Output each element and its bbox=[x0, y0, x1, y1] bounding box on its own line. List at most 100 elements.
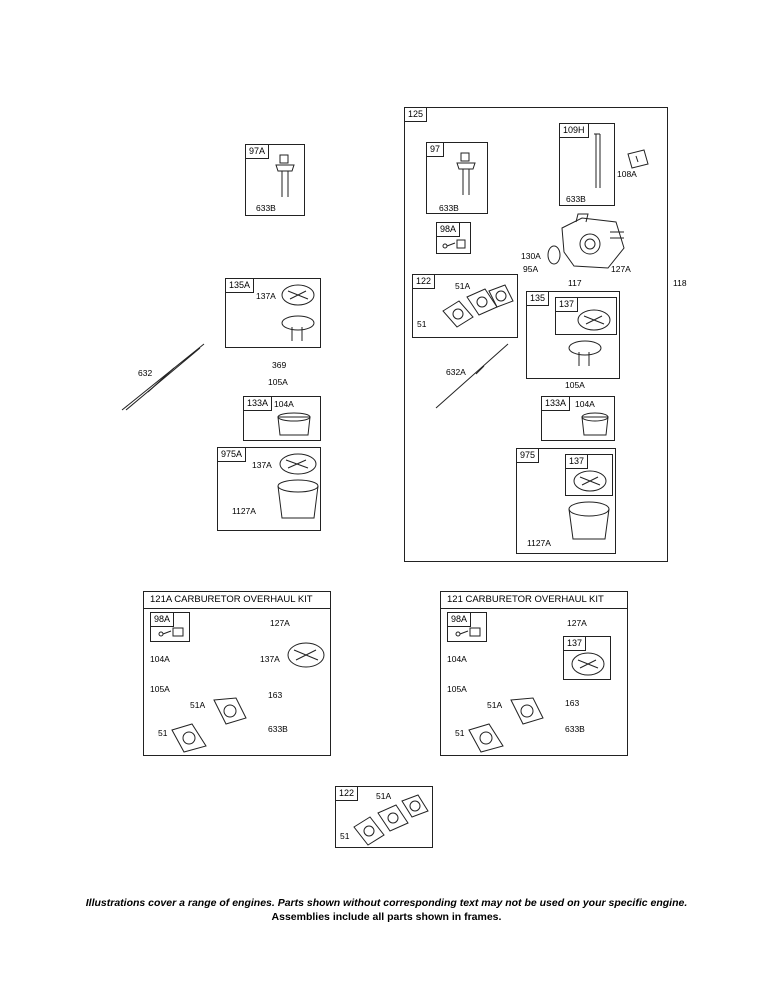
carburetor-body-drawing bbox=[561, 213, 625, 269]
frame-label: 137 bbox=[556, 298, 579, 312]
frame-109h: 109H 633B bbox=[559, 123, 615, 206]
part-label-51: 51 bbox=[158, 728, 168, 738]
kit-121: 121 CARBURETOR OVERHAUL KIT 98A 127A 104… bbox=[440, 591, 628, 756]
part-label-51: 51 bbox=[455, 728, 465, 738]
frame-label: 122 bbox=[336, 787, 359, 801]
footnote-line-1: Illustrations cover a range of engines. … bbox=[85, 897, 688, 909]
part-label-118: 118 bbox=[673, 278, 687, 288]
frame-97: 97 633B bbox=[426, 142, 488, 214]
fuel-bowl-drawing bbox=[568, 340, 602, 366]
part-label-163: 163 bbox=[268, 690, 283, 700]
kit-title: 121A CARBURETOR OVERHAUL KIT bbox=[144, 592, 330, 609]
frame-137-975: 137 bbox=[565, 454, 613, 496]
part-label-633b: 633B bbox=[566, 194, 586, 204]
part-label-127a: 127A bbox=[567, 618, 587, 628]
frame-label: 133A bbox=[244, 397, 273, 411]
part-label-633b: 633B bbox=[439, 203, 459, 213]
frame-label: 133A bbox=[542, 397, 571, 411]
float-gasket-drawing bbox=[577, 309, 611, 331]
part-label-163: 163 bbox=[565, 698, 580, 708]
idle-screw-drawing bbox=[442, 239, 466, 249]
frame-label: 137 bbox=[566, 455, 589, 469]
frame-label: 98A bbox=[448, 613, 472, 627]
part-label-105a: 105A bbox=[268, 377, 288, 387]
frame-137-kit: 137 bbox=[563, 636, 611, 680]
kit-title: 121 CARBURETOR OVERHAUL KIT bbox=[441, 592, 627, 609]
frame-137: 137 bbox=[555, 297, 617, 335]
frame-98a-kit: 98A bbox=[447, 612, 487, 642]
part-label-104a: 104A bbox=[150, 654, 170, 664]
part-label-51: 51 bbox=[417, 319, 427, 329]
frame-label: 109H bbox=[560, 124, 589, 138]
float-drawing bbox=[277, 412, 311, 436]
choke-shaft-drawing bbox=[275, 154, 295, 197]
throttle-shaft-drawing bbox=[594, 133, 601, 188]
frame-125: 125 bbox=[404, 107, 668, 562]
frame-975a: 975A 137A 1127A bbox=[217, 447, 321, 531]
governor-link-drawing bbox=[121, 343, 205, 411]
frame-975: 975 137 1127A bbox=[516, 448, 616, 554]
part-label-104a: 104A bbox=[447, 654, 467, 664]
frame-label: 137 bbox=[564, 637, 587, 651]
part-label-104a: 104A bbox=[274, 399, 294, 409]
part-label-633b: 633B bbox=[268, 724, 288, 734]
part-label-51a: 51A bbox=[190, 700, 206, 710]
part-label-105a: 105A bbox=[447, 684, 467, 694]
frame-label: 97A bbox=[246, 145, 270, 159]
frame-label: 98A bbox=[151, 613, 175, 627]
part-label-137a: 137A bbox=[256, 291, 276, 301]
frame-133a-left: 133A 104A bbox=[243, 396, 321, 441]
frame-122-bottom: 122 51A 51 bbox=[335, 786, 433, 848]
part-label-95a: 95A bbox=[523, 264, 539, 274]
frame-label: 97 bbox=[427, 143, 445, 157]
float-gasket-drawing bbox=[571, 652, 605, 676]
part-label-127a: 127A bbox=[270, 618, 290, 628]
part-label-633b: 633B bbox=[565, 724, 585, 734]
float-drawing bbox=[581, 412, 609, 436]
choke-shaft-drawing bbox=[456, 152, 476, 195]
gasket-drawing bbox=[468, 697, 544, 753]
part-label-51a: 51A bbox=[487, 700, 503, 710]
part-label-1127a: 1127A bbox=[232, 506, 256, 516]
frame-label: 125 bbox=[405, 108, 428, 122]
part-label-632a: 632A bbox=[446, 367, 466, 377]
part-label-137a: 137A bbox=[260, 654, 280, 664]
frame-97a: 97A 633B bbox=[245, 144, 305, 216]
part-label-51: 51 bbox=[340, 831, 350, 841]
frame-122: 122 51A 51 bbox=[412, 274, 518, 338]
part-label-1127a: 1127A bbox=[527, 538, 551, 548]
gasket-set-drawing bbox=[353, 794, 429, 846]
frame-label: 122 bbox=[413, 275, 436, 289]
frame-label: 98A bbox=[437, 223, 461, 237]
part-label-105a: 105A bbox=[150, 684, 170, 694]
frame-135: 135 137 bbox=[526, 291, 620, 379]
throttle-plate-drawing bbox=[627, 149, 649, 169]
footnote-line-2: Assemblies include all parts shown in fr… bbox=[271, 911, 502, 923]
part-label-127a: 127A bbox=[611, 264, 631, 274]
float-gasket-drawing bbox=[573, 470, 607, 492]
gasket-drawing bbox=[547, 245, 561, 265]
frame-98a-kit: 98A bbox=[150, 612, 190, 642]
part-label-130a: 130A bbox=[521, 251, 541, 261]
footnote: Illustrations cover a range of engines. … bbox=[0, 896, 773, 924]
part-label-117: 117 bbox=[568, 278, 582, 288]
frame-label: 135A bbox=[226, 279, 255, 293]
part-label-633b: 633B bbox=[256, 203, 276, 213]
gasket-set-drawing bbox=[442, 284, 514, 328]
fuel-bowl-drawing bbox=[568, 501, 610, 540]
part-label-632: 632 bbox=[138, 368, 153, 378]
idle-screw-drawing bbox=[158, 627, 184, 637]
idle-screw-drawing bbox=[455, 627, 481, 637]
governor-link-drawing bbox=[435, 343, 509, 409]
part-label-137a: 137A bbox=[252, 460, 272, 470]
frame-label: 975 bbox=[517, 449, 540, 463]
float-bowl-drawing bbox=[281, 284, 315, 341]
frame-133a-right: 133A 104A bbox=[541, 396, 615, 441]
gasket-drawing bbox=[171, 697, 247, 753]
float-bowl-drawing bbox=[277, 453, 319, 519]
kit-121a: 121A CARBURETOR OVERHAUL KIT 98A 127A 10… bbox=[143, 591, 331, 756]
part-label-108a: 108A bbox=[617, 169, 637, 179]
part-label-51a: 51A bbox=[376, 791, 392, 801]
frame-98a: 98A bbox=[436, 222, 471, 254]
float-gasket-drawing bbox=[287, 642, 325, 668]
